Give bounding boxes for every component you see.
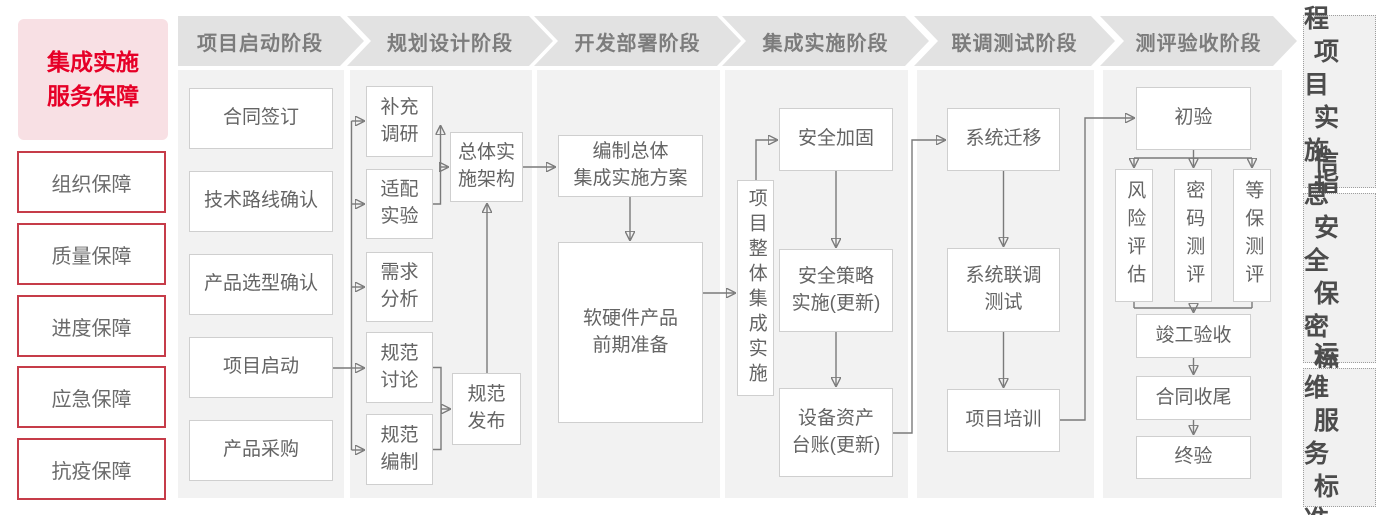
phase-joint-testing: 联调测试阶段: [914, 16, 1115, 66]
node-risk-assessment: 风险评估: [1115, 169, 1153, 302]
node-overall-integration-impl: 项目整体集成实施: [737, 180, 774, 396]
node-overall-impl-architecture: 总体实施架构: [450, 132, 523, 202]
node-contract-closure: 合同收尾: [1136, 376, 1251, 420]
node-supplementary-research: 补充调研: [366, 86, 433, 157]
node-spec-discussion: 规范讨论: [366, 332, 433, 403]
node-tech-route-confirm: 技术路线确认: [189, 171, 333, 232]
node-final-acceptance: 终验: [1136, 436, 1251, 479]
node-completion-acceptance: 竣工验收: [1136, 314, 1251, 358]
phase-planning-design: 规划设计阶段: [347, 16, 553, 66]
node-joint-debug-test: 系统联调测试: [947, 248, 1060, 332]
node-overall-integration-plan: 编制总体集成实施方案: [558, 135, 703, 197]
node-security-policy-impl: 安全策略实施(更新): [779, 249, 893, 332]
node-hw-sw-preparation: 软硬件产品前期准备: [558, 242, 703, 423]
node-requirement-analysis: 需求分析: [366, 252, 433, 322]
phase-project-initiation: 项目启动阶段: [178, 16, 364, 66]
node-system-migration: 系统迁移: [947, 108, 1060, 171]
standard-info-security-confidentiality: 信息 安全 保密 标准: [1303, 148, 1376, 407]
node-security-hardening: 安全加固: [779, 108, 893, 171]
node-adaptation-test: 适配实验: [366, 169, 433, 239]
guarantee-organization: 组织保障: [17, 151, 166, 213]
guarantee-emergency: 应急保障: [17, 366, 166, 428]
guarantee-quality: 质量保障: [17, 223, 166, 285]
node-project-kickoff: 项目启动: [189, 337, 333, 398]
phase-integration-implementation: 集成实施阶段: [722, 16, 929, 66]
guarantee-schedule: 进度保障: [17, 295, 166, 357]
standard-om-service: 运维 服务 标准: [1303, 341, 1376, 515]
node-asset-ledger-update: 设备资产台账(更新): [779, 388, 893, 477]
node-spec-release: 规范发布: [452, 373, 521, 445]
node-initial-acceptance: 初验: [1136, 87, 1251, 150]
node-crypto-evaluation: 密码测评: [1174, 169, 1212, 302]
node-spec-drafting: 规范编制: [366, 414, 433, 485]
phase-evaluation-acceptance: 测评验收阶段: [1100, 16, 1297, 66]
node-product-procurement: 产品采购: [189, 420, 333, 481]
node-project-training: 项目培训: [947, 389, 1060, 452]
phase-dev-deployment: 开发部署阶段: [534, 16, 741, 66]
node-product-selection-confirm: 产品选型确认: [189, 254, 333, 315]
guarantee-epidemic: 抗疫保障: [17, 438, 166, 500]
node-classified-protection-eval: 等保测评: [1233, 169, 1271, 302]
integration-service-title: 集成实施 服务保障: [18, 19, 168, 140]
node-contract-signing: 合同签订: [189, 88, 333, 149]
